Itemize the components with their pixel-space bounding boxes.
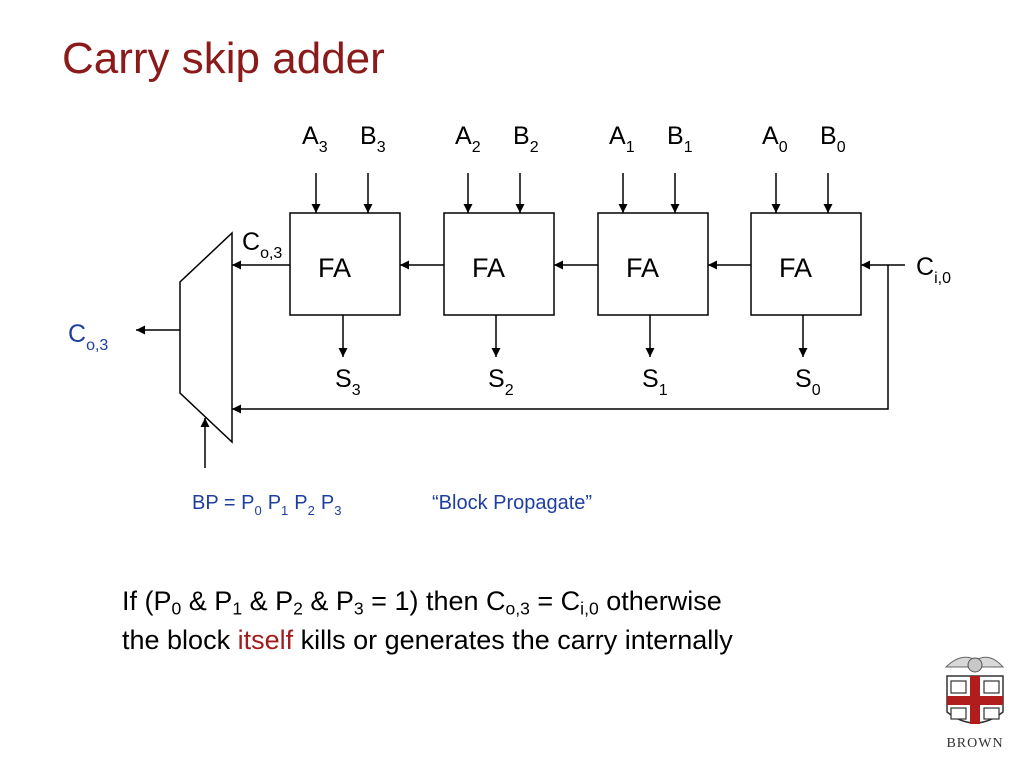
highlight-itself: itself bbox=[237, 625, 294, 655]
skip-bypass-wire bbox=[232, 265, 889, 414]
body-text-line-1: If (P0 & P1 & P2 & P3 = 1) then Co,3 = C… bbox=[122, 586, 722, 619]
fa-label-3: FA bbox=[318, 253, 351, 283]
input-label-a1: A1 bbox=[609, 122, 635, 156]
input-label-a3: A3 bbox=[302, 122, 328, 156]
input-arrows bbox=[311, 173, 833, 213]
fa-label-0: FA bbox=[779, 253, 812, 283]
carry-out-label: Co,3 bbox=[68, 320, 108, 354]
skip-multiplexer bbox=[179, 231, 233, 444]
fa-labels: FA FA FA FA bbox=[318, 253, 812, 283]
sum-label-2: S2 bbox=[488, 365, 514, 399]
carry-out-internal-label: Co,3 bbox=[242, 228, 282, 262]
sum-label-3: S3 bbox=[335, 365, 361, 399]
input-label-a2: A2 bbox=[455, 122, 481, 156]
brown-logo-text: BROWN bbox=[946, 736, 1003, 751]
carry-in-label: Ci,0 bbox=[916, 253, 951, 287]
input-label-b3: B3 bbox=[360, 122, 386, 156]
fa-block-1 bbox=[597, 212, 709, 316]
sum-arrows bbox=[338, 315, 808, 357]
fa-block-0 bbox=[750, 212, 862, 316]
slide-title: Carry skip adder bbox=[62, 34, 385, 83]
sum-label-0: S0 bbox=[795, 365, 821, 399]
sum-labels: S3 S2 S1 S0 bbox=[335, 365, 821, 399]
fa-label-2: FA bbox=[472, 253, 505, 283]
input-label-a0: A0 bbox=[762, 122, 788, 156]
brown-shield-logo bbox=[944, 656, 1005, 724]
block-propagate-note: “Block Propagate” bbox=[432, 492, 592, 514]
body-text-line-2: the block itself kills or generates the … bbox=[122, 625, 733, 655]
fa-label-1: FA bbox=[626, 253, 659, 283]
input-label-b2: B2 bbox=[513, 122, 539, 156]
sum-label-1: S1 bbox=[642, 365, 668, 399]
fa-blocks bbox=[289, 212, 862, 316]
input-labels: A3 B3 A2 B2 A1 B1 A0 B0 bbox=[302, 122, 846, 156]
carry-chain bbox=[232, 260, 905, 414]
input-label-b0: B0 bbox=[820, 122, 846, 156]
input-label-b1: B1 bbox=[667, 122, 693, 156]
